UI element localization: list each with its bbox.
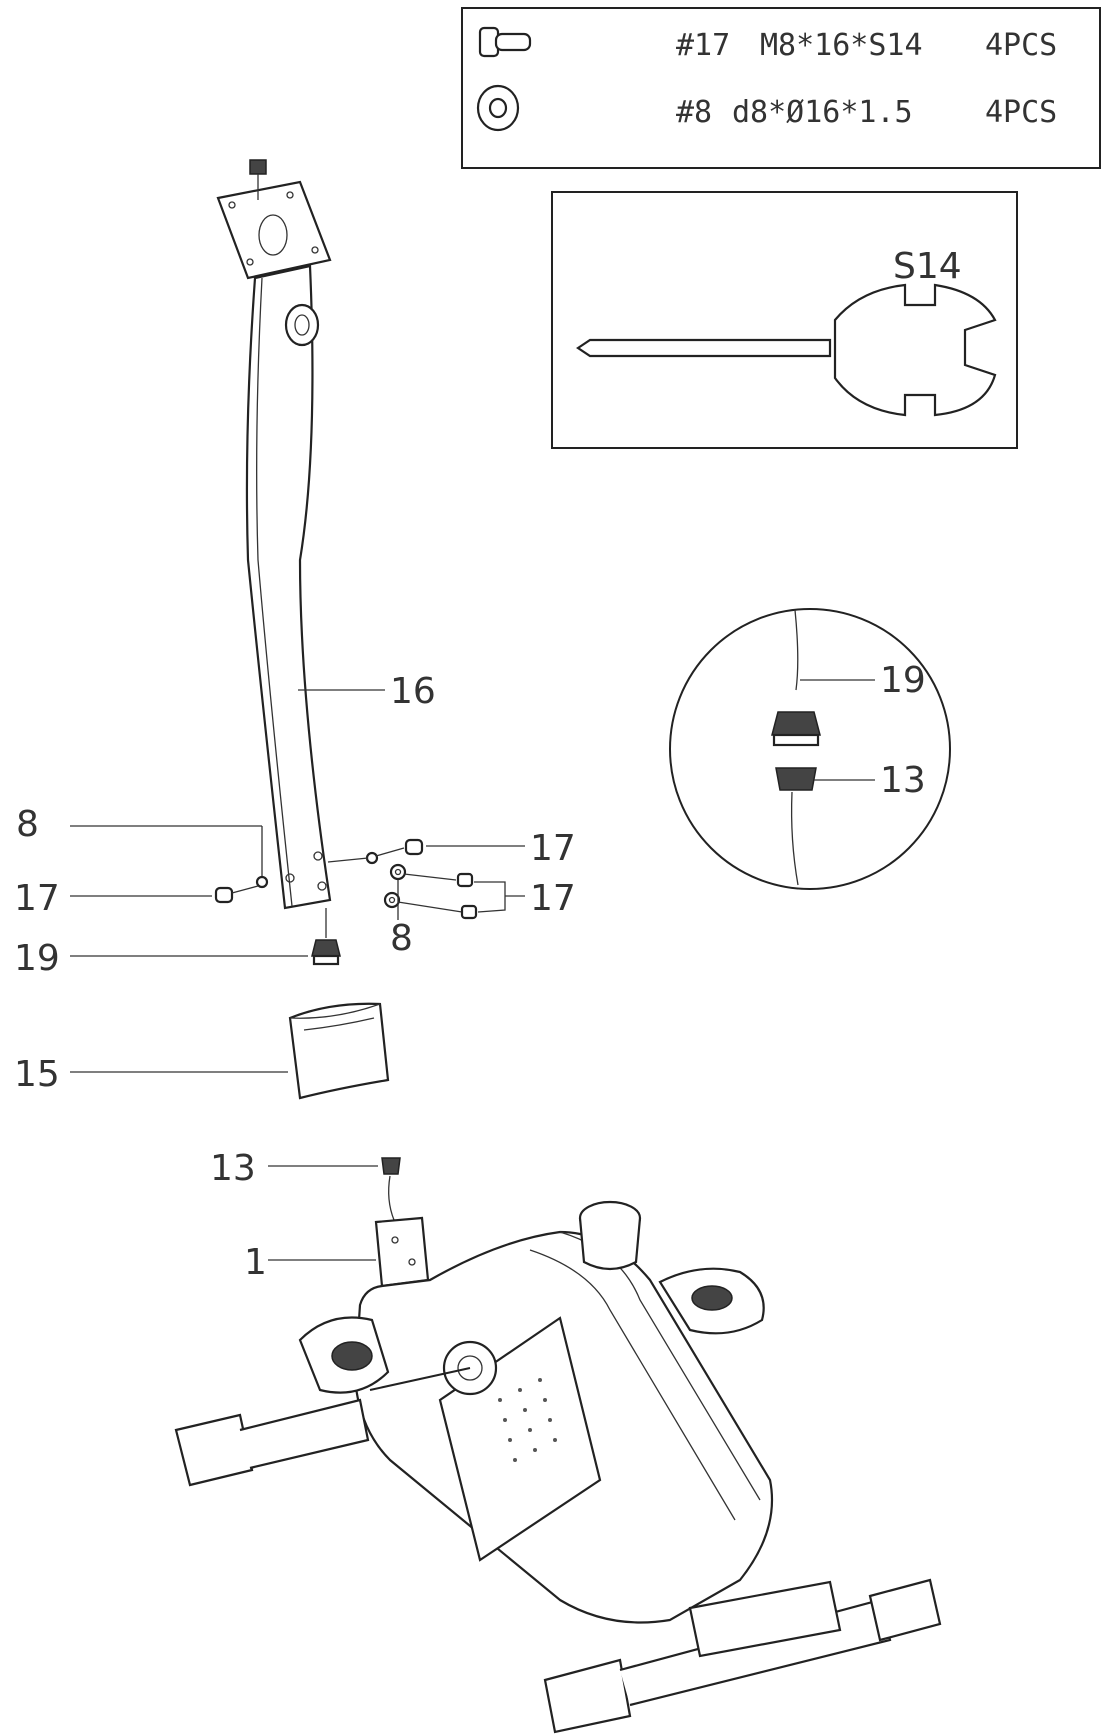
connector-13 xyxy=(381,1157,401,1221)
bike-frame xyxy=(174,1200,942,1734)
post-cover xyxy=(288,1002,390,1100)
callout-bolt-left: 17 xyxy=(14,878,60,919)
tool-box: S14 xyxy=(551,191,1018,449)
callout-washer-right: 8 xyxy=(390,918,413,959)
callout-post: 16 xyxy=(390,671,436,712)
connector-19 xyxy=(311,908,341,966)
callout-connector-bottom: 13 xyxy=(210,1148,256,1189)
hw-spec-17: M8*16*S14 xyxy=(760,28,923,63)
callout-cover: 15 xyxy=(14,1054,60,1095)
wrench-screwdriver-icon xyxy=(576,283,997,417)
callout-bolts-right: 17 xyxy=(530,878,576,919)
bolt-icon xyxy=(478,26,532,58)
callout-connector-top: 19 xyxy=(14,938,60,979)
washer-icon xyxy=(476,84,520,132)
callout-washer-left: 8 xyxy=(16,804,39,845)
right-hardware xyxy=(327,838,478,920)
detail-upper-label: 19 xyxy=(880,660,926,701)
hw-code-8: #8 xyxy=(676,95,712,130)
callout-frame: 1 xyxy=(244,1242,267,1283)
callout-bolt-right-top: 17 xyxy=(530,828,576,869)
detail-lower-label: 13 xyxy=(880,760,926,801)
hw-spec-8: d8*Ø16*1.5 xyxy=(732,95,913,130)
bolt-left xyxy=(214,885,259,904)
washer-left xyxy=(255,875,269,889)
hardware-list-box: #17 M8*16*S14 4PCS #8 d8*Ø16*1.5 4PCS xyxy=(461,7,1101,169)
hw-code-17: #17 xyxy=(676,28,730,63)
upright-post xyxy=(216,159,332,910)
connector-detail-circle: 19 13 xyxy=(669,608,951,890)
hw-qty-17: 4PCS xyxy=(985,28,1057,63)
hw-qty-8: 4PCS xyxy=(985,95,1057,130)
tool-size-label: S14 xyxy=(893,246,962,287)
